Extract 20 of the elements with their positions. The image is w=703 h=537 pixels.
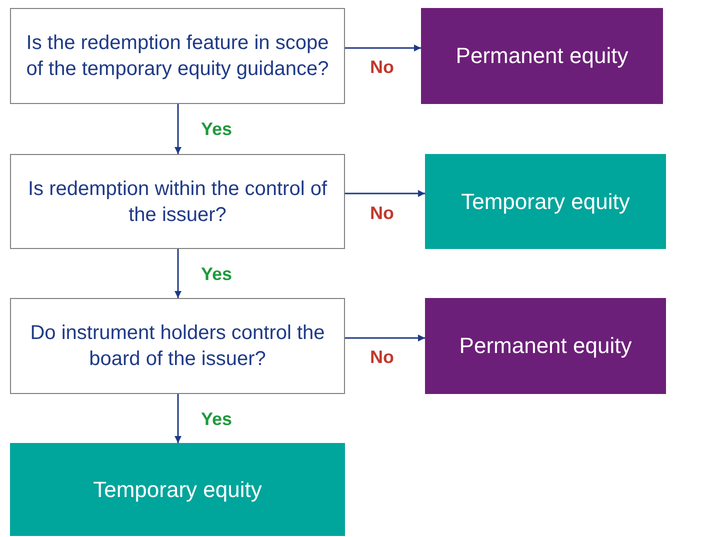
node-text: Is redemption within the control of the issuer? — [26, 176, 328, 228]
arrow — [345, 44, 421, 52]
outcome-box — [10, 443, 345, 536]
outcome-box — [425, 154, 666, 249]
node-text: Is the redemption feature in scope of the temporary equity guidance? — [25, 31, 330, 82]
arrow — [345, 334, 425, 342]
node-text: Temporary equity — [461, 188, 630, 214]
outcome-box — [425, 298, 666, 394]
outcome-box — [421, 8, 663, 104]
decision-box — [10, 298, 345, 394]
decision-box — [10, 154, 345, 249]
node-text: Permanent equity — [459, 333, 632, 359]
arrow — [174, 394, 182, 443]
arrow — [174, 104, 182, 154]
node-text: Permanent equity — [456, 43, 628, 69]
node-text: Temporary equity — [93, 476, 262, 502]
arrow — [174, 249, 182, 298]
arrow — [345, 190, 425, 197]
decision-box — [10, 8, 345, 104]
node-text: Do instrument holders control the board of the issuer? — [29, 321, 326, 372]
